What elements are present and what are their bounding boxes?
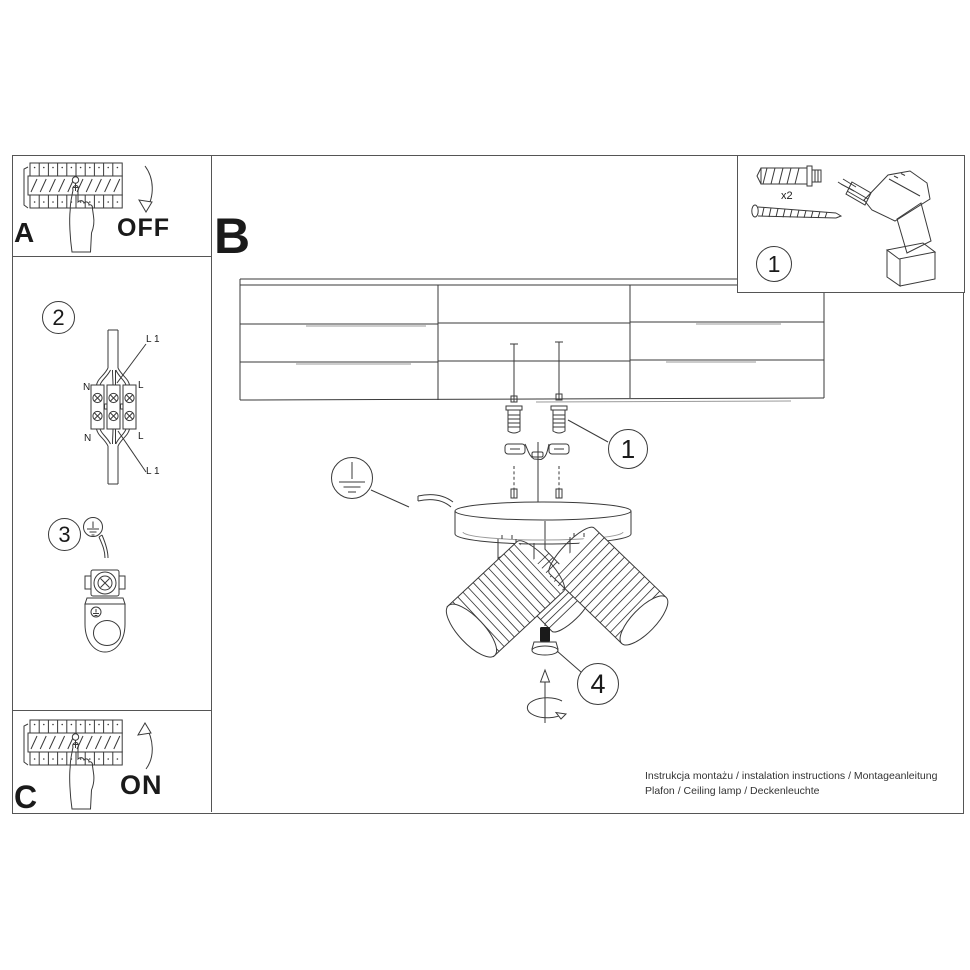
label-l1-top: L 1: [146, 334, 160, 345]
ceiling-planks-illustration: [239, 278, 825, 403]
screw-icon: [510, 343, 518, 403]
step-number-1-tools: 1: [756, 246, 792, 282]
step-number-1-main: 1: [608, 429, 648, 469]
terminal-block-icon: [90, 384, 137, 430]
spot-head-right: [548, 526, 669, 646]
wall-plug-icon: [550, 405, 568, 434]
ground-wire: [417, 494, 454, 508]
step1-pointer-line: [567, 419, 609, 443]
mains-cable-top: [107, 329, 119, 368]
curved-arrow-down-icon: [138, 165, 153, 213]
l1-pointer-bottom: [117, 430, 147, 473]
footer-text: Instrukcja montażu / instalation instruc…: [645, 769, 937, 799]
panel-a-divider: [12, 256, 211, 257]
spot-head-left: [445, 540, 566, 658]
wire-curves-bottom: [96, 428, 130, 447]
ground-pointer-line: [370, 489, 410, 508]
left-column-divider: [211, 155, 212, 812]
screw-icon: [555, 341, 563, 401]
mounting-ring-illustration: [84, 597, 126, 653]
adjustment-knob-icon: [531, 627, 559, 656]
mains-cable-bottom: [107, 446, 119, 485]
on-label: ON: [120, 770, 163, 800]
dashed-screw-icon: [510, 466, 518, 499]
label-l1-bottom: L 1: [146, 466, 160, 477]
curved-arrow-up-icon: [137, 722, 153, 770]
earth-terminal-icon: [84, 569, 126, 597]
step-number-3: 3: [48, 518, 81, 551]
wall-plug-icon: [505, 405, 523, 434]
outer-frame: [12, 155, 964, 814]
wall-plug-icon: [756, 165, 822, 187]
step-number-4: 4: [577, 663, 619, 705]
rotation-arrow-icon: [526, 668, 568, 723]
step-number-2: 2: [42, 301, 75, 334]
off-label: OFF: [117, 214, 170, 242]
panel-c-letter: C: [14, 779, 38, 815]
ground-symbol-icon: [83, 517, 103, 537]
l1-pointer-top: [116, 343, 147, 384]
label-l-bottom: L: [138, 431, 144, 442]
wire-curves-top: [96, 367, 130, 386]
footer-line-2: Plafon / Ceiling lamp / Deckenleuchte: [645, 785, 820, 797]
step4-pointer-line: [556, 650, 582, 673]
screw-quantity-label: x2: [781, 190, 793, 202]
panel-b-letter: B: [214, 208, 251, 264]
label-n-top: N: [83, 382, 90, 393]
earth-wire: [98, 534, 109, 559]
label-l-top: L: [138, 380, 144, 391]
canopy-illustration: [454, 501, 632, 545]
drill-icon: [837, 170, 937, 287]
dashed-screw-icon: [555, 466, 563, 499]
panel-a-letter: A: [14, 217, 35, 248]
ground-symbol-icon: [331, 457, 373, 499]
screw-icon: [751, 204, 843, 219]
label-n-bottom: N: [84, 433, 91, 444]
panel-c-divider: [12, 710, 211, 711]
footer-line-1: Instrukcja montażu / instalation instruc…: [645, 770, 938, 782]
